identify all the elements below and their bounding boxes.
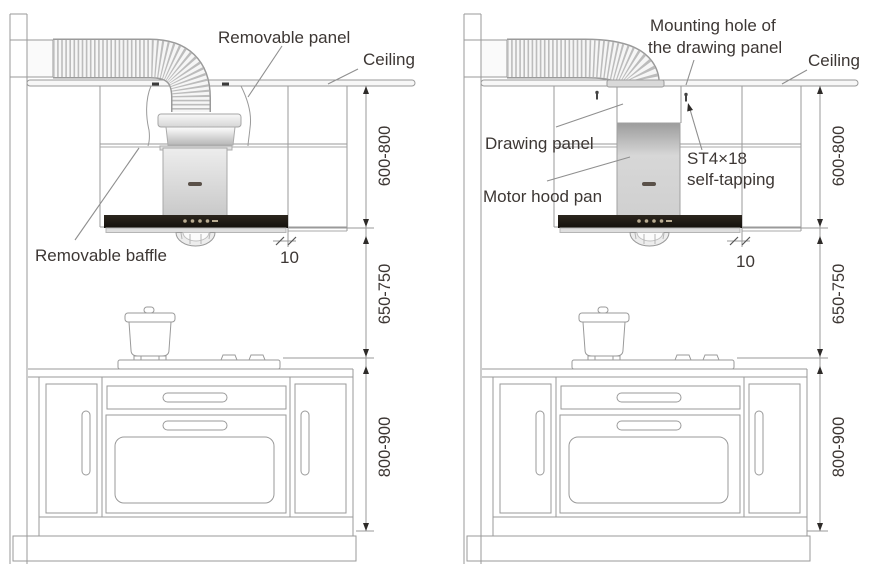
- label-mounting-hole-line1: Mounting hole of: [650, 16, 776, 35]
- duct-collar-body: [165, 126, 236, 146]
- ceiling-panel: [26, 79, 416, 87]
- callouts-left: Removable panel Ceiling Removable baffle: [35, 28, 415, 265]
- motor-hood-pan-body: [616, 122, 681, 217]
- label-removable-panel: Removable panel: [218, 28, 350, 47]
- cabinet-door-left: [45, 383, 98, 514]
- oven-door: [559, 414, 741, 514]
- label-ceiling-left: Ceiling: [363, 50, 415, 69]
- mounting-hole-tick: [152, 82, 159, 86]
- cabinet-door-left: [499, 383, 552, 514]
- dim-panel-gap: 10: [280, 248, 299, 267]
- hood-left: [159, 145, 233, 217]
- cooktop-right: [571, 306, 735, 370]
- oven-handle: [162, 420, 228, 431]
- hood-glass-bar: [104, 215, 288, 228]
- hood-control-buttons: [183, 219, 218, 223]
- label-drawing-panel: Drawing panel: [485, 134, 594, 153]
- label-removable-baffle: Removable baffle: [35, 246, 167, 265]
- left-diagram: 600-800 650-750 800-900 10 Removable pan…: [9, 13, 416, 564]
- dim-counter-to-floor: 800-900: [830, 417, 848, 478]
- door-handle: [754, 410, 764, 476]
- dim-counter-to-floor: 800-900: [376, 417, 394, 478]
- hood-right: [616, 122, 681, 217]
- wall-right: [463, 13, 482, 564]
- plinth: [466, 535, 811, 562]
- brand-logo: [188, 182, 202, 186]
- pot: [578, 306, 630, 361]
- dimensions-right: 600-800 650-750 800-900 10: [736, 86, 848, 532]
- hood-under-strip: [105, 227, 287, 233]
- label-motor-hood-pan: Motor hood pan: [483, 187, 602, 206]
- drawer: [106, 385, 287, 410]
- drawer-handle: [616, 392, 682, 403]
- base-cabinet-right-diagram: [466, 368, 811, 562]
- door-handle: [300, 410, 310, 476]
- cabinet-door-right: [294, 383, 347, 514]
- drawer-handle: [162, 392, 228, 403]
- plinth: [12, 535, 357, 562]
- right-diagram: 600-800 650-750 800-900 10 Mounting hole…: [463, 13, 860, 564]
- dim-ceiling-to-hood: 600-800: [376, 126, 394, 187]
- label-screw-spec-line2: self-tapping: [687, 170, 775, 189]
- gap-marker-left: [273, 231, 297, 247]
- hood-glass-bar: [558, 215, 742, 228]
- dim-hood-to-counter: 650-750: [830, 264, 848, 325]
- label-ceiling-right: Ceiling: [808, 51, 860, 70]
- dim-panel-gap: 10: [736, 252, 755, 271]
- base-cabinet-left-diagram: [12, 368, 357, 562]
- label-screw-spec-line1: ST4×18: [687, 149, 747, 168]
- duct-end-flange: [606, 79, 665, 88]
- door-handle: [535, 410, 545, 476]
- pot: [124, 306, 176, 361]
- duct-corrugation: [507, 40, 659, 87]
- dim-ceiling-to-hood: 600-800: [830, 126, 848, 187]
- mounting-hole-tick: [222, 82, 229, 86]
- removable-panel-edge-right: [240, 85, 251, 147]
- screw: [684, 92, 688, 102]
- exhaust-duct-right: [480, 38, 665, 88]
- screw: [595, 90, 599, 100]
- oven-handle: [616, 420, 682, 431]
- duct-collar-rim: [157, 113, 242, 128]
- cooktop-left: [117, 306, 281, 370]
- label-mounting-hole-line2: the drawing panel: [648, 38, 782, 57]
- dim-hood-to-counter: 650-750: [376, 264, 394, 325]
- gap-marker-right: [727, 231, 751, 247]
- hood-lamp-dome: [175, 232, 216, 247]
- oven-door: [105, 414, 287, 514]
- door-handle: [81, 410, 91, 476]
- leader-arrowhead: [687, 103, 693, 112]
- ceiling-panel: [480, 79, 859, 87]
- hood-under-strip: [559, 227, 741, 233]
- hood-panel-right: [558, 215, 742, 247]
- wall-left: [9, 13, 28, 564]
- cabinet-door-right: [748, 383, 801, 514]
- dimensions-left: 600-800 650-750 800-900 10: [280, 86, 394, 532]
- removable-panel-edge-left: [146, 85, 152, 147]
- duct-corrugation: [53, 40, 210, 112]
- oven-window: [568, 436, 729, 504]
- hood-control-buttons: [637, 219, 672, 223]
- oven-window: [114, 436, 275, 504]
- hood-lamp-dome: [629, 232, 670, 247]
- brand-logo: [642, 182, 656, 186]
- hood-panel-left: [104, 215, 288, 247]
- drawer: [560, 385, 741, 410]
- exhaust-duct-left: [26, 38, 211, 112]
- callouts-right: Mounting hole of the drawing panel Ceili…: [483, 16, 860, 206]
